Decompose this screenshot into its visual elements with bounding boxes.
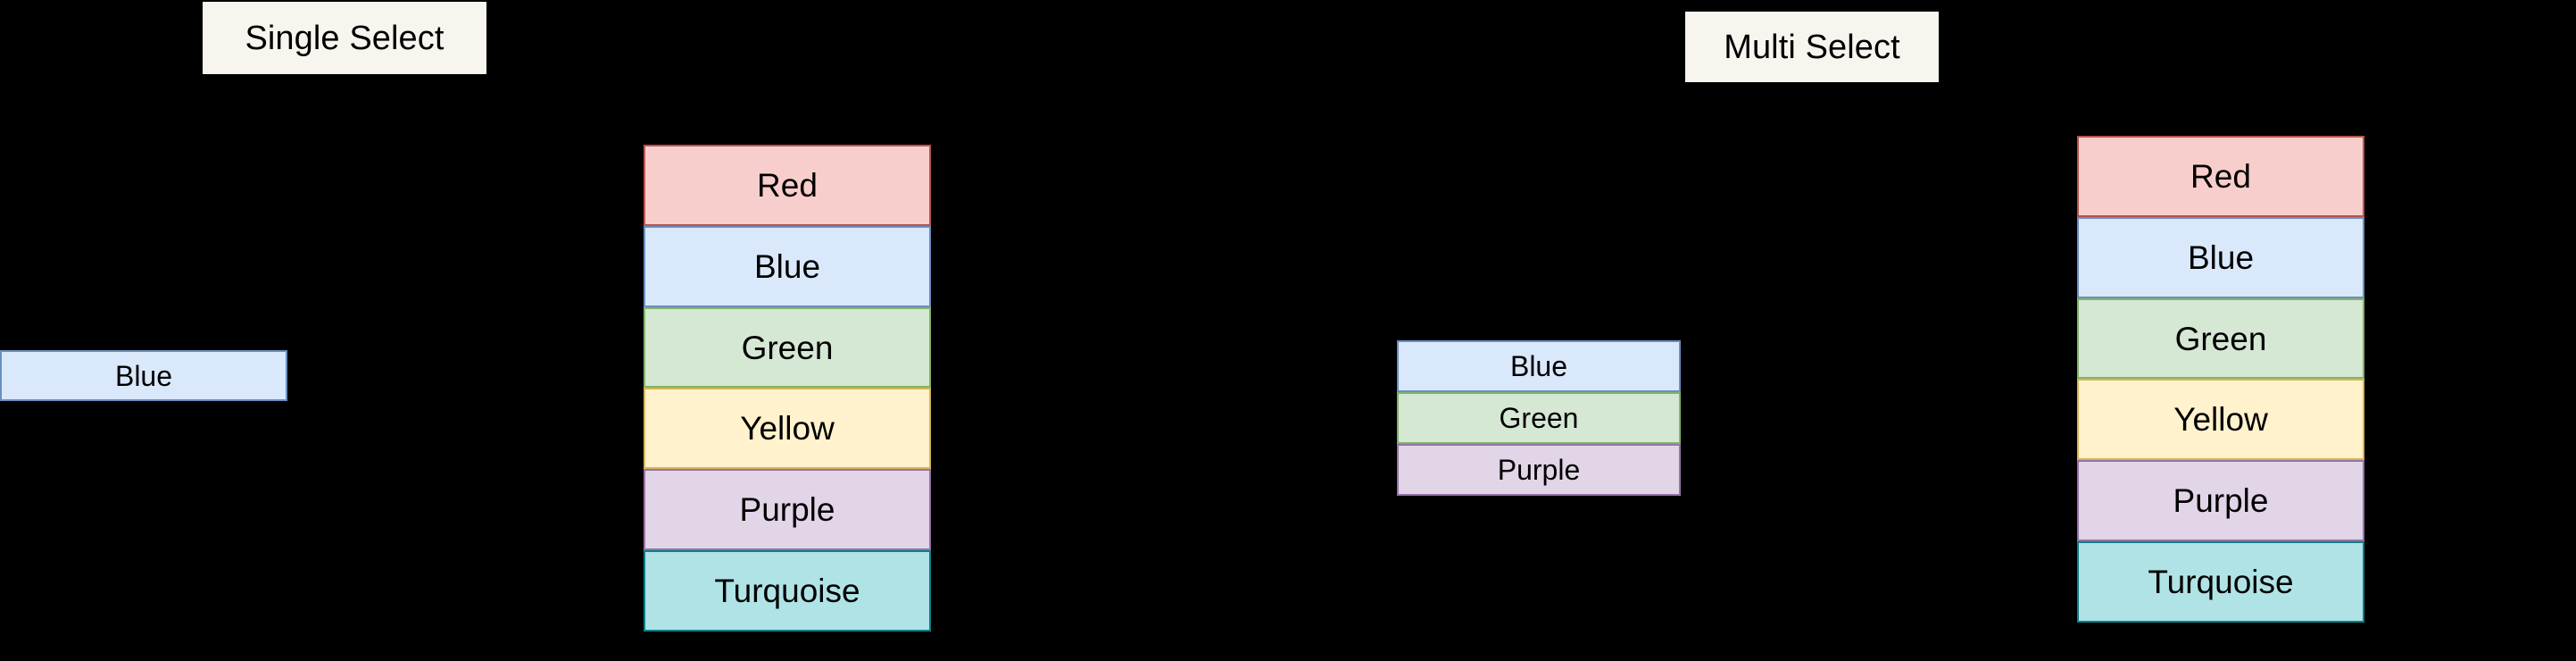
option-label: Green bbox=[2174, 320, 2267, 357]
option-label: Red bbox=[2190, 157, 2251, 195]
single-select-value[interactable]: Blue bbox=[0, 350, 287, 401]
option-label: Green bbox=[1499, 402, 1579, 434]
option-row-red[interactable]: Red bbox=[644, 145, 931, 226]
option-row-green[interactable]: Green bbox=[644, 306, 931, 389]
option-label: Red bbox=[757, 166, 818, 204]
option-row-red[interactable]: Red bbox=[2077, 136, 2364, 217]
option-row-blue[interactable]: Blue bbox=[2077, 216, 2364, 298]
option-row-blue[interactable]: Blue bbox=[644, 225, 931, 307]
option-label: Blue bbox=[2187, 238, 2255, 276]
option-label: Blue bbox=[753, 247, 821, 285]
option-row-green[interactable]: Green bbox=[1397, 392, 1681, 444]
option-label: Green bbox=[741, 329, 834, 366]
option-label: Turquoise bbox=[714, 573, 860, 610]
option-label: Yellow bbox=[740, 410, 835, 448]
option-label: Turquoise bbox=[2148, 564, 2294, 601]
option-label: Yellow bbox=[2173, 401, 2268, 439]
single-select-title: Single Select bbox=[203, 2, 486, 74]
multi-select-title: Multi Select bbox=[1685, 12, 1939, 82]
option-row-purple[interactable]: Purple bbox=[644, 469, 931, 551]
option-label: Purple bbox=[2173, 482, 2269, 520]
option-row-turquoise[interactable]: Turquoise bbox=[644, 550, 931, 632]
option-row-yellow[interactable]: Yellow bbox=[644, 388, 931, 470]
option-row-yellow[interactable]: Yellow bbox=[2077, 379, 2364, 461]
option-label: Purple bbox=[1497, 454, 1581, 486]
option-label: Purple bbox=[739, 491, 835, 529]
option-row-purple[interactable]: Purple bbox=[2077, 460, 2364, 542]
option-row-blue[interactable]: Blue bbox=[1397, 340, 1681, 392]
option-row-purple[interactable]: Purple bbox=[1397, 444, 1681, 496]
option-row-turquoise[interactable]: Turquoise bbox=[2077, 541, 2364, 623]
option-row-green[interactable]: Green bbox=[2077, 297, 2364, 380]
option-label: Blue bbox=[1509, 350, 1568, 382]
